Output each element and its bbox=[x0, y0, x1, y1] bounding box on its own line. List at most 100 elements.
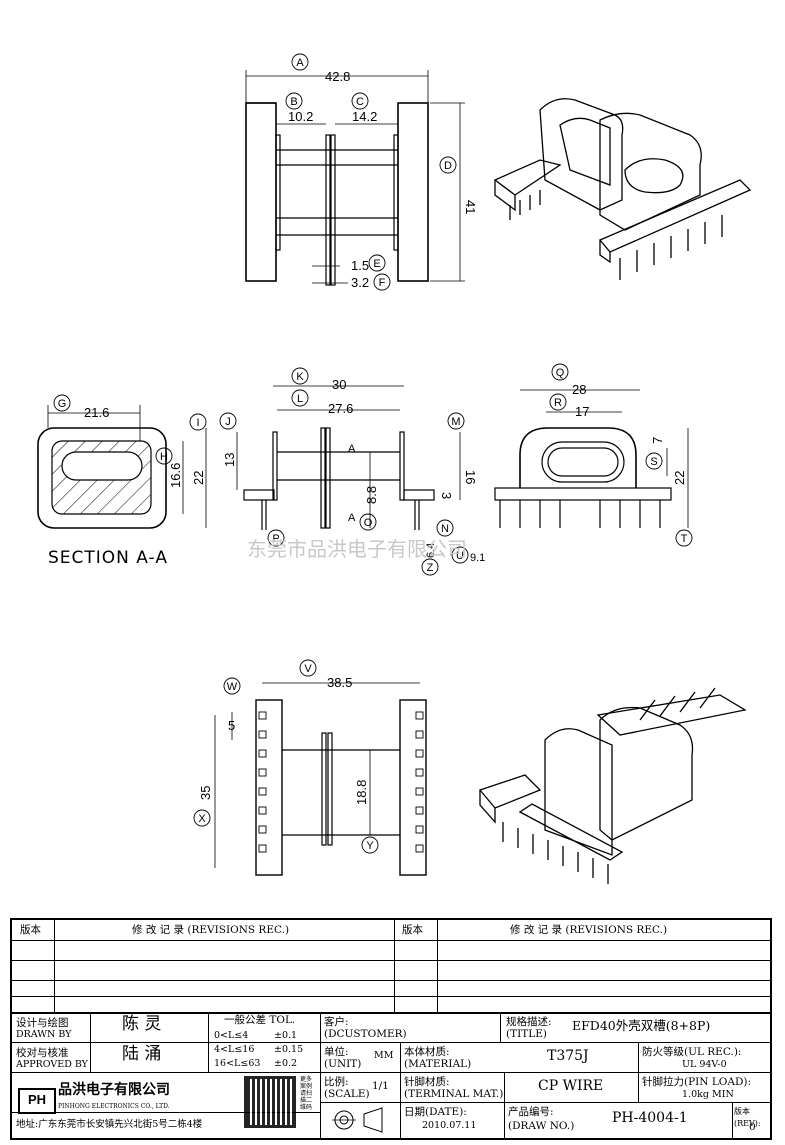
balloon-letter-B: B bbox=[290, 96, 297, 108]
tol-value-2: ±0.15 bbox=[274, 1044, 304, 1055]
balloon-R bbox=[549, 393, 567, 411]
dim-B: 10.2 bbox=[288, 109, 313, 124]
dim-K: 30 bbox=[332, 377, 346, 392]
balloon-H bbox=[155, 447, 173, 465]
dim-F: 3.2 bbox=[351, 275, 369, 290]
balloon-letter-K: K bbox=[296, 371, 304, 383]
drawno-value: PH-4004-1 bbox=[612, 1110, 688, 1126]
dim-M: 16 bbox=[463, 470, 478, 484]
designer-value: 陈 灵 bbox=[122, 1014, 162, 1034]
balloon-O bbox=[359, 513, 377, 531]
scale-label: 比例: bbox=[324, 1076, 349, 1088]
balloon-Q bbox=[551, 363, 569, 381]
balloon-letter-D: D bbox=[444, 160, 452, 172]
balloon-M bbox=[447, 412, 465, 430]
dim-V: 38.5 bbox=[327, 675, 352, 690]
dim-X: 35 bbox=[198, 786, 213, 800]
unit-label: 单位: bbox=[324, 1046, 349, 1058]
section-marker-top: A bbox=[348, 443, 356, 455]
section-label: SECTION A-A bbox=[48, 548, 168, 568]
balloon-letter-E: E bbox=[373, 258, 380, 270]
balloon-K bbox=[291, 367, 309, 385]
company-name-en: PINHONG ELECTRONICS CO., LTD. bbox=[58, 1103, 170, 1110]
balloon-letter-X: X bbox=[198, 813, 206, 825]
dim-N: 3 bbox=[439, 492, 454, 499]
dim-W: 5 bbox=[228, 718, 235, 733]
balloon-X bbox=[193, 809, 211, 827]
dim-I: 22 bbox=[191, 471, 206, 485]
dim-O: 8.8 bbox=[364, 486, 379, 504]
balloon-J bbox=[219, 412, 237, 430]
drawno-label-en: (DRAW NO.) bbox=[508, 1120, 575, 1132]
balloon-letter-H: H bbox=[160, 451, 168, 463]
company-name-cn: 品洪电子有限公司 bbox=[58, 1082, 170, 1098]
tol-range-3: 16<L≤63 bbox=[214, 1058, 261, 1069]
projection-symbol-icon bbox=[332, 1107, 383, 1133]
balloon-letter-U: U bbox=[456, 550, 464, 562]
section-marker-bottom: A bbox=[348, 512, 356, 524]
designer-label-cn: 设计与绘图 bbox=[16, 1017, 69, 1029]
balloon-letter-I: I bbox=[196, 417, 199, 429]
balloon-Y bbox=[361, 836, 379, 854]
isometric-view-bottom bbox=[478, 687, 747, 884]
qr-caption: 更多案例请扫描二维码 bbox=[300, 1076, 313, 1111]
balloon-G bbox=[53, 394, 71, 412]
dim-L: 27.6 bbox=[328, 401, 353, 416]
rev-value: 0 bbox=[749, 1121, 756, 1133]
dim-E: 1.5 bbox=[351, 258, 369, 273]
pinload-value: 1.0kg MIN bbox=[682, 1089, 734, 1100]
balloon-F bbox=[373, 273, 391, 291]
scale-value: 1/1 bbox=[372, 1080, 389, 1092]
balloon-letter-Y: Y bbox=[366, 840, 374, 852]
balloon-letter-M: M bbox=[451, 416, 460, 428]
pinload-label: 针脚拉力(PIN LOAD): bbox=[642, 1076, 752, 1088]
rev-header-records: 修 改 记 录 (REVISIONS REC.) bbox=[132, 924, 290, 936]
balloon-letter-F: F bbox=[379, 277, 386, 289]
balloon-A bbox=[291, 53, 309, 71]
balloon-S bbox=[645, 452, 663, 470]
balloon-letter-A: A bbox=[296, 57, 304, 69]
dim-D: 41 bbox=[463, 200, 478, 214]
dim-C: 14.2 bbox=[352, 109, 377, 124]
dim-Y: 18.8 bbox=[354, 780, 369, 805]
terminal-label-en: (TERMINAL MAT.) bbox=[404, 1088, 504, 1100]
balloon-I bbox=[189, 413, 207, 431]
balloon-L bbox=[291, 389, 309, 407]
side-view bbox=[236, 385, 461, 530]
balloon-C bbox=[351, 92, 369, 110]
rev-label: 版本(REV): bbox=[734, 1107, 761, 1128]
terminal-label: 针脚材质: bbox=[404, 1076, 450, 1088]
balloon-letter-G: G bbox=[58, 398, 67, 410]
balloon-E bbox=[368, 254, 386, 272]
balloon-P bbox=[267, 529, 285, 547]
balloon-letter-T: T bbox=[681, 533, 688, 545]
balloon-B bbox=[285, 92, 303, 110]
tol-range-1: 0<L≤4 bbox=[214, 1030, 249, 1041]
material-label: 本体材质: bbox=[404, 1046, 450, 1058]
drawno-label: 产品编号: bbox=[508, 1106, 554, 1118]
balloon-letter-J: J bbox=[225, 416, 231, 428]
designer-label-en: DRAWN BY bbox=[16, 1029, 72, 1040]
rev-header-records-2: 修 改 记 录 (REVISIONS REC.) bbox=[510, 924, 668, 936]
customer-label: 客户: bbox=[324, 1016, 349, 1028]
title-label-en: (TITLE) bbox=[506, 1028, 547, 1040]
balloon-D bbox=[439, 156, 457, 174]
balloon-V bbox=[299, 659, 317, 677]
balloon-letter-N: N bbox=[441, 523, 449, 535]
title-block: 版本 修 改 记 录 (REVISIONS REC.) 版本 修 改 记 录 (… bbox=[10, 918, 772, 1140]
bottom-view bbox=[214, 682, 427, 876]
date-value: 2010.07.11 bbox=[422, 1120, 477, 1131]
unit-label-en: (UNIT) bbox=[324, 1058, 362, 1070]
customer-label-en: (DCUSTOMER) bbox=[324, 1028, 407, 1040]
title-label: 规格描述: bbox=[506, 1016, 552, 1028]
isometric-view-top bbox=[493, 98, 752, 280]
dimension-labels: 42.8 10.2 14.2 41 1.5 3.2 21.6 16.6 22 1… bbox=[48, 69, 687, 805]
dim-A: 42.8 bbox=[325, 69, 350, 84]
rev-header-version: 版本 bbox=[20, 924, 41, 936]
rev-header-version-2: 版本 bbox=[402, 924, 423, 936]
scale-label-en: (SCALE) bbox=[324, 1088, 370, 1100]
terminal-value: CP WIRE bbox=[538, 1078, 604, 1094]
front-view bbox=[245, 70, 465, 286]
ul-label: 防火等级(UL REC.): bbox=[642, 1046, 742, 1058]
